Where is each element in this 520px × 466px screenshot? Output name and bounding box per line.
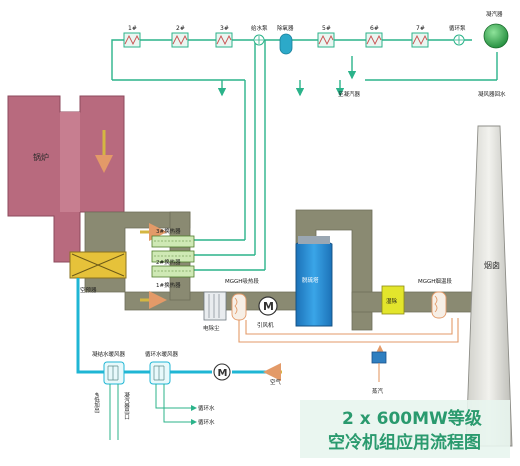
low-add-label: #低加出 <box>93 392 100 414</box>
heater-5: 5# <box>317 25 335 48</box>
air-preheater-label: 空预器 <box>80 286 97 294</box>
cond-out-label: 凝汽器出口 <box>123 391 130 421</box>
heater-3: 3# <box>215 25 233 48</box>
heater-1: 1# <box>123 25 141 48</box>
circ-air-heater-label: 循环水暖风器 <box>145 350 179 358</box>
heater-5-label: 5# <box>322 25 331 32</box>
caption-line1: 2 x 600MW等级 <box>342 408 482 429</box>
esp-label: 电除尘 <box>203 324 220 332</box>
mggh-reheat: MGGH烟温段 <box>418 277 452 319</box>
condenser: 凝汽器 <box>483 10 509 49</box>
feed-pump-label: 给水泵 <box>251 24 268 32</box>
circ-pump: 循环泵 <box>449 24 466 46</box>
deaerator-label: 除氧器 <box>277 24 294 32</box>
mggh-heat-label: MGGH吸热段 <box>225 277 259 285</box>
chimney: 烟囱 <box>465 125 513 447</box>
heater-1-label: 1# <box>128 25 137 32</box>
heater-2-label: 2# <box>176 25 185 32</box>
to-condenser-label: 至凝汽器 <box>338 90 361 98</box>
mist-eliminator: 湿除 <box>381 285 405 315</box>
esp: 电除尘 <box>203 291 227 332</box>
idfan-motor-glyph: M <box>263 300 274 313</box>
air-fan-motor-glyph: M <box>218 368 228 379</box>
caption-box: 2 x 600MW等级 空冷机组应用流程图 <box>300 400 510 458</box>
condenser-label: 凝汽器 <box>486 10 503 18</box>
heater-6: 6# <box>365 25 383 48</box>
desulf-tower-label: 脱硫塔 <box>302 276 319 284</box>
heater-2: 2# <box>171 25 189 48</box>
feed-pump: 给水泵 <box>251 24 268 46</box>
circ-water-2-label: 循环水 <box>198 418 215 426</box>
air-label: 空气 <box>270 378 282 386</box>
idfan-label: 引风机 <box>257 321 274 329</box>
heater-7: 7# <box>411 25 429 48</box>
heater-3-label: 3# <box>220 25 229 32</box>
air-preheater: 空预器 <box>69 251 127 294</box>
mist-label: 湿除 <box>386 297 398 305</box>
top-water-loop <box>111 39 498 271</box>
cond-return-label: 凝风器回水 <box>478 90 506 98</box>
deaerator: 除氧器 <box>277 24 294 55</box>
hx-2-label: 2#换热器 <box>156 258 181 266</box>
steam-valve: 蒸汽 <box>371 351 387 395</box>
heater-7-label: 7# <box>416 25 425 32</box>
boiler: 锅炉 <box>7 95 125 263</box>
hx-3-label: 3#换热器 <box>156 227 181 235</box>
flue-duct <box>84 209 481 331</box>
chimney-label: 烟囱 <box>484 260 500 270</box>
circ-water-1-label: 循环水 <box>198 404 215 412</box>
cond-air-heater-label: 凝结水暖风器 <box>92 350 126 358</box>
heater-6-label: 6# <box>370 25 379 32</box>
cond-air-heater: 凝结水暖风器 <box>92 350 126 385</box>
circ-air-heater: 循环水暖风器 <box>145 350 179 385</box>
heater-branch-lines <box>109 384 197 440</box>
hx-1-label: 1#换热器 <box>156 281 181 289</box>
boiler-label: 锅炉 <box>33 152 49 162</box>
steam-label: 蒸汽 <box>372 387 384 395</box>
heat-exchangers: 3#换热器 2#换热器 1#换热器 <box>151 227 195 289</box>
air-fan: M <box>213 363 231 381</box>
caption-line2: 空冷机组应用流程图 <box>328 432 481 453</box>
circ-pump-label: 循环泵 <box>449 24 466 32</box>
desulf-tower: 脱硫塔 <box>295 236 333 327</box>
idfan: M 引风机 <box>257 296 278 329</box>
mggh-reheat-label: MGGH烟温段 <box>418 277 452 285</box>
